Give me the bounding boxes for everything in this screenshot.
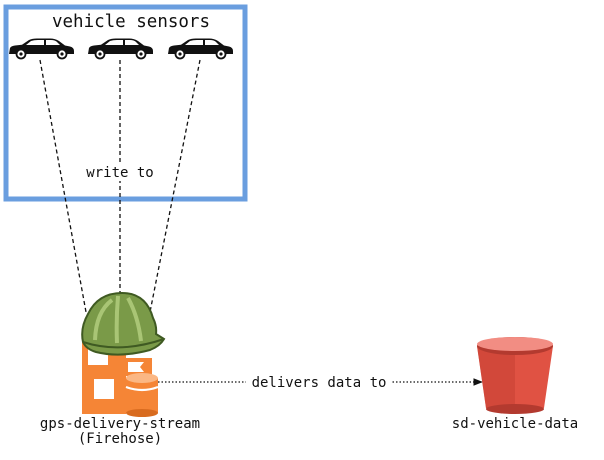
delivers-data-label: delivers data to <box>252 375 387 391</box>
write-to-label: write to <box>86 165 153 181</box>
bucket-label: sd-vehicle-data <box>452 416 578 432</box>
car-icon[interactable] <box>88 38 153 60</box>
stream-label-type: (Firehose) <box>78 431 162 447</box>
edge-car-3-to-stream <box>149 59 201 313</box>
group-title: vehicle sensors <box>52 12 210 32</box>
write-to-edges <box>39 59 201 313</box>
edge-car-1-to-stream <box>39 59 87 313</box>
vehicle-sensors-group <box>3 4 248 202</box>
car-icon[interactable] <box>9 38 74 60</box>
car-icon[interactable] <box>168 38 233 60</box>
delivers-label-bg <box>246 373 392 391</box>
write-to-label-bg <box>82 163 158 181</box>
kinesis-firehose-icon[interactable] <box>81 291 166 417</box>
s3-bucket-icon[interactable] <box>477 337 553 414</box>
stream-label-name: gps-delivery-stream <box>40 416 200 432</box>
